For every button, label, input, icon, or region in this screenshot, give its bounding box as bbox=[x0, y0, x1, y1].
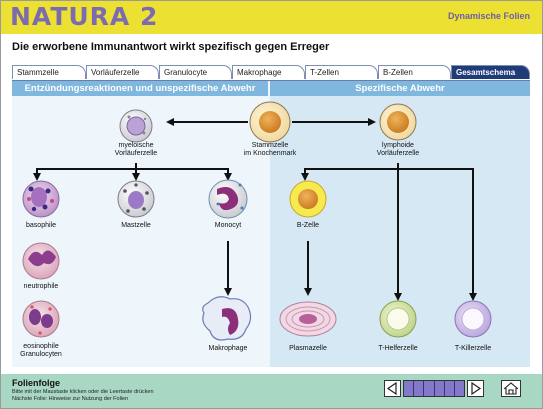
home-icon bbox=[503, 382, 519, 395]
footer-bar: Folienfolge Bitte mit der Maustaste klic… bbox=[1, 374, 542, 408]
tab-label: Stammzelle bbox=[17, 68, 59, 77]
myeloid-progenitor-icon bbox=[119, 109, 153, 143]
slide-segment[interactable] bbox=[445, 381, 455, 396]
triangle-right-icon bbox=[471, 381, 482, 396]
label-stem-cell: Stammzelle im Knochenmark bbox=[243, 142, 297, 157]
next-slide-button[interactable] bbox=[467, 380, 484, 397]
b-cell-icon bbox=[289, 180, 327, 218]
macrophage-icon bbox=[202, 296, 252, 341]
tab-bar: Stammzelle Vorläuferzelle Granulocyte Ma… bbox=[12, 65, 530, 81]
section-header-unspecific: Entzündungsreaktionen und unspezifische … bbox=[12, 81, 268, 96]
footer-title: Folienfolge bbox=[12, 378, 60, 388]
label-b-cell: B-Zelle bbox=[296, 222, 320, 229]
label-t-killer-cell: T-Killerzelle bbox=[454, 345, 492, 352]
home-button[interactable] bbox=[501, 380, 521, 397]
lymphoid-progenitor-icon bbox=[379, 103, 417, 141]
tab-vorlaeuferzelle[interactable]: Vorläuferzelle bbox=[86, 65, 159, 79]
cell-diagram bbox=[22, 101, 492, 341]
eosinophil-icon bbox=[22, 300, 60, 338]
header-subtitle: Dynamische Folien bbox=[447, 11, 530, 21]
tab-granulocyte[interactable]: Granulocyte bbox=[159, 65, 232, 79]
brand-logo: NATURA 2 bbox=[10, 2, 159, 31]
label-plasma-cell: Plasmazelle bbox=[289, 345, 327, 352]
slide-segment[interactable] bbox=[404, 381, 415, 396]
label-neutrophil: neutrophile bbox=[23, 283, 59, 290]
monocyte-icon bbox=[208, 179, 248, 219]
label-basophil: basophile bbox=[26, 222, 56, 229]
tab-makrophage[interactable]: Makrophage bbox=[232, 65, 305, 79]
mast-cell-icon bbox=[117, 180, 155, 218]
slide-segment[interactable] bbox=[435, 381, 445, 396]
label-t-helper-cell: T-Helferzelle bbox=[378, 345, 418, 352]
footer-instruction: Bitte mit der Maustaste klicken oder die… bbox=[12, 389, 154, 395]
neutrophil-icon bbox=[22, 242, 60, 280]
label-macrophage: Makrophage bbox=[208, 345, 248, 352]
slide-title: Die erworbene Immunantwort wirkt spezifi… bbox=[12, 41, 330, 53]
connector-lines bbox=[33, 118, 477, 301]
tab-label: Granulocyte bbox=[164, 68, 208, 77]
plasma-cell-icon bbox=[279, 301, 337, 337]
slide-segment[interactable] bbox=[424, 381, 435, 396]
t-helper-cell-icon bbox=[379, 300, 417, 338]
label-mast-cell: Mastzelle bbox=[121, 222, 151, 229]
tab-label: B-Zellen bbox=[383, 68, 413, 77]
slide-segment[interactable] bbox=[414, 381, 425, 396]
previous-slide-button[interactable] bbox=[384, 380, 401, 397]
triangle-left-icon bbox=[386, 381, 397, 396]
tab-label: Gesamtschema bbox=[456, 68, 516, 77]
label-myeloid-progenitor: myeloische Vorläuferzelle bbox=[114, 142, 158, 157]
tab-gesamtschema[interactable]: Gesamtschema bbox=[451, 65, 530, 79]
tab-label: Makrophage bbox=[237, 68, 282, 77]
tab-label: Vorläuferzelle bbox=[91, 68, 140, 77]
tab-stammzelle[interactable]: Stammzelle bbox=[12, 65, 86, 79]
header-bar: NATURA 2 Dynamische Folien bbox=[1, 1, 542, 34]
label-monocyte: Monocyt bbox=[214, 222, 242, 229]
label-lymphoid-progenitor: lymphoide Vorläuferzelle bbox=[376, 142, 420, 157]
basophil-icon bbox=[22, 180, 60, 218]
label-eosinophil: eosinophile Granulocyten bbox=[20, 343, 62, 358]
footer-next-slide: Nächste Folie: Hinweise zur Nutzung der … bbox=[12, 396, 129, 402]
t-killer-cell-icon bbox=[454, 300, 492, 338]
slide-segment[interactable] bbox=[455, 381, 464, 396]
section-header-specific: Spezifische Abwehr bbox=[270, 81, 530, 96]
tab-b-zellen[interactable]: B-Zellen bbox=[378, 65, 451, 79]
tab-t-zellen[interactable]: T-Zellen bbox=[305, 65, 378, 79]
stem-cell-icon bbox=[249, 101, 291, 143]
tab-label: T-Zellen bbox=[310, 68, 339, 77]
slide-progress-indicator[interactable] bbox=[403, 380, 465, 397]
